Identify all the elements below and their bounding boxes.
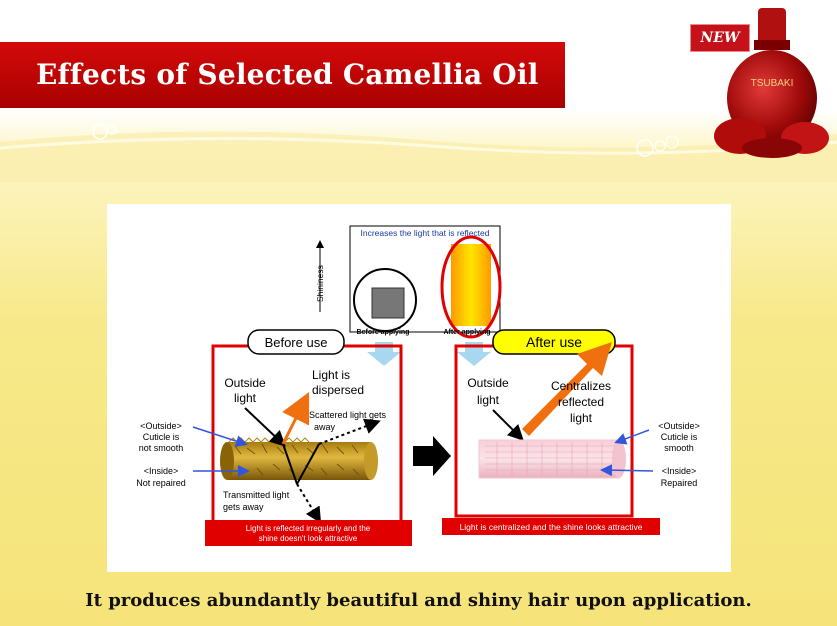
- before-down-arrow: [367, 342, 401, 366]
- after-inside-desc-2: Repaired: [661, 478, 698, 488]
- centralizes-3: light: [570, 411, 593, 425]
- after-outside-light-1: Outside: [467, 376, 509, 390]
- title-banner: [0, 42, 565, 108]
- centralizes-2: reflected: [558, 395, 604, 409]
- hair-strand-before: [220, 437, 378, 480]
- page-title: Effects of Selected Camellia Oil: [36, 58, 539, 91]
- transmitted-1: Transmitted light: [223, 490, 290, 500]
- dull-swatch: [371, 287, 405, 319]
- before-outside-light-1: Outside: [224, 376, 266, 390]
- bottom-caption: It produces abundantly beautiful and shi…: [85, 590, 752, 611]
- before-inside-desc-1: <Inside>: [144, 466, 179, 476]
- diagram-panel: Increases the light that is reflected Sh…: [107, 204, 731, 572]
- shininess-axis-label: Shininess: [315, 265, 325, 302]
- centralizes-1: Centralizes: [551, 379, 611, 393]
- after-use-label-pill: [492, 329, 616, 355]
- bottle-label: TSUBAKI: [751, 78, 794, 89]
- scattered-1: Scattered light gets: [309, 410, 387, 420]
- after-down-arrow: [457, 342, 491, 366]
- centralized-reflection-arrow: [522, 342, 612, 436]
- after-applying-ellipse: [440, 235, 502, 339]
- new-badge: NEW: [690, 24, 750, 52]
- hair-light-diagram: Increases the light that is reflected Sh…: [136, 225, 700, 546]
- before-outside-desc-3: not smooth: [139, 443, 184, 453]
- oil-wave-decoration: [0, 124, 837, 182]
- after-outside-light-2: light: [477, 393, 500, 407]
- scattered-2: away: [314, 422, 336, 432]
- shiny-swatch: [451, 244, 491, 326]
- after-outside-desc-2: Cuticle is: [661, 432, 698, 442]
- after-applying-label: After applying: [443, 329, 490, 336]
- before-footer-box: [205, 520, 412, 546]
- hair-strand-after: [478, 439, 626, 479]
- before-applying-circle: [353, 268, 417, 332]
- dispersed-ray: [281, 391, 310, 445]
- before-use-label-pill: [247, 329, 345, 355]
- before-footer-2: shine doesn't look attractive: [259, 534, 358, 543]
- before-applying-label: Before applying: [357, 329, 410, 336]
- after-outside-desc-3: smooth: [664, 443, 694, 453]
- before-outside-light-2: light: [234, 391, 257, 405]
- after-footer-box: [442, 518, 660, 535]
- dispersed-2: dispersed: [312, 383, 364, 397]
- before-footer-1: Light is reflected irregularly and the: [246, 524, 371, 533]
- after-outside-desc-1: <Outside>: [658, 421, 700, 431]
- before-inside-desc-2: Not repaired: [136, 478, 186, 488]
- product-bottle-image: TSUBAKI: [714, 8, 829, 158]
- before-use-label: Before use: [265, 335, 328, 350]
- before-outside-desc-2: Cuticle is: [143, 432, 180, 442]
- inset-title: Increases the light that is reflected: [361, 228, 490, 238]
- before-to-after-arrow: [413, 436, 451, 476]
- after-box: [454, 344, 634, 518]
- after-footer: Light is centralized and the shine looks…: [460, 522, 643, 532]
- dispersed-1: Light is: [312, 368, 350, 382]
- after-use-label: After use: [526, 334, 582, 350]
- after-inside-desc-1: <Inside>: [662, 466, 697, 476]
- transmitted-2: gets away: [223, 502, 264, 512]
- before-outside-desc-1: <Outside>: [140, 421, 182, 431]
